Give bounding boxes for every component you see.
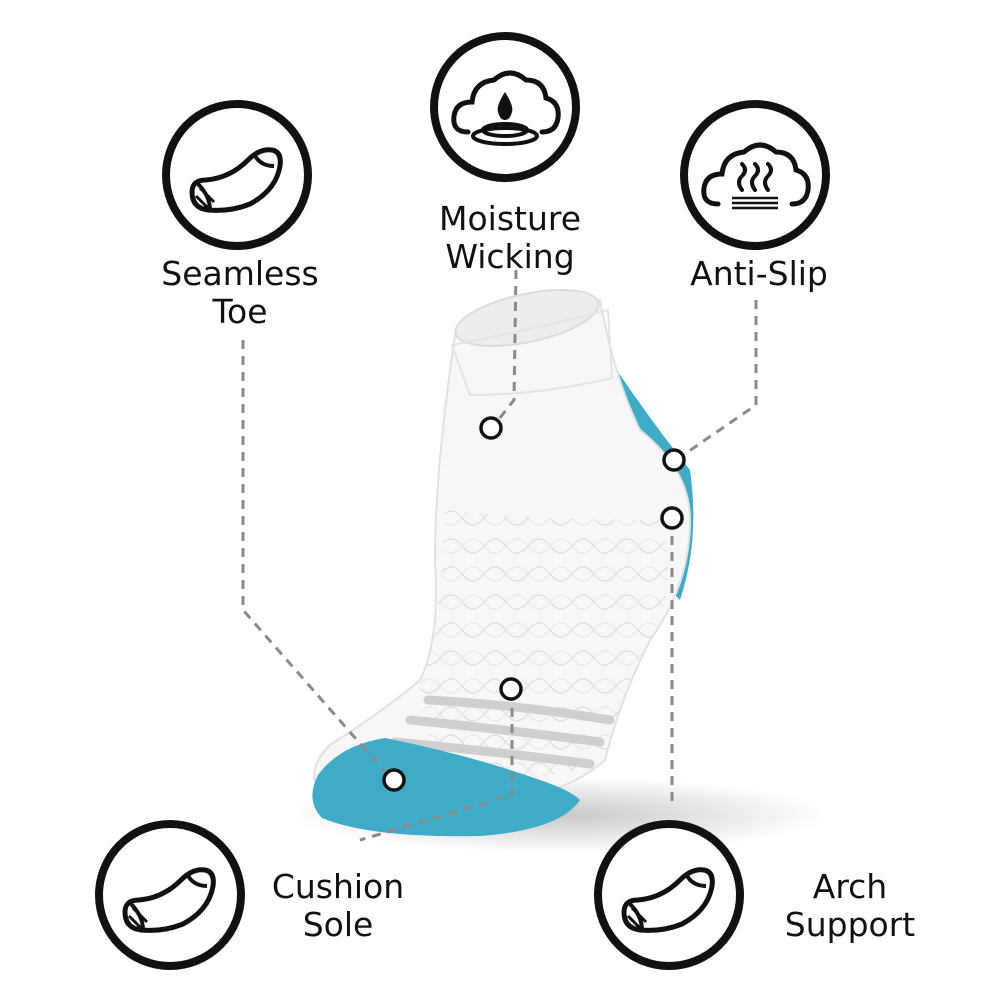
moisture-wicking-line2: Wicking [445, 237, 575, 276]
leader-antislip [675, 300, 758, 462]
seamless-toe-badge [162, 100, 312, 250]
sock-cuff-rib [450, 308, 614, 397]
heat-vent-cloud-icon [701, 142, 811, 210]
seamless-toe-line1: Seamless [161, 254, 319, 293]
anchor-antislip [662, 448, 686, 472]
leader-moisture [490, 269, 518, 429]
leader-lines [241, 269, 758, 842]
low-cut-sock-icon [189, 147, 283, 213]
seamless-toe-label: Seamless Toe [140, 255, 340, 331]
sock-stripes [390, 695, 615, 769]
leader-cushion [359, 692, 514, 842]
arch-support-badge [594, 820, 744, 970]
anti-slip-label: Anti-Slip [664, 255, 854, 293]
anchor-seamless [382, 768, 406, 792]
arch-support-line2: Support [784, 905, 916, 944]
anti-slip-line1: Anti-Slip [690, 254, 828, 293]
arch-support-line1: Arch [812, 867, 888, 906]
sock-toe [312, 738, 580, 837]
moisture-wicking-label: Moisture Wicking [410, 200, 610, 276]
anchor-moisture [479, 416, 503, 440]
leader-seamless [241, 340, 394, 781]
moisture-wicking-line1: Moisture [438, 199, 582, 238]
low-cut-sock-icon [621, 867, 715, 933]
anchor-cushion [499, 677, 523, 701]
low-cut-sock-icon [122, 867, 216, 933]
moisture-cloud-icon [451, 70, 561, 146]
sock-texture [420, 510, 668, 780]
cushion-sole-badge [95, 820, 245, 970]
arch-support-label: Arch Support [750, 868, 950, 944]
cushion-sole-line2: Sole [302, 905, 374, 944]
cushion-sole-label: Cushion Sole [248, 868, 428, 944]
moisture-wicking-badge [430, 32, 580, 182]
seamless-toe-line2: Toe [212, 292, 268, 331]
anchor-dots [382, 416, 686, 792]
sock-cuff-opening [454, 289, 600, 347]
cushion-sole-line1: Cushion [271, 867, 405, 906]
anchor-arch [660, 506, 684, 530]
anti-slip-badge [680, 100, 830, 250]
